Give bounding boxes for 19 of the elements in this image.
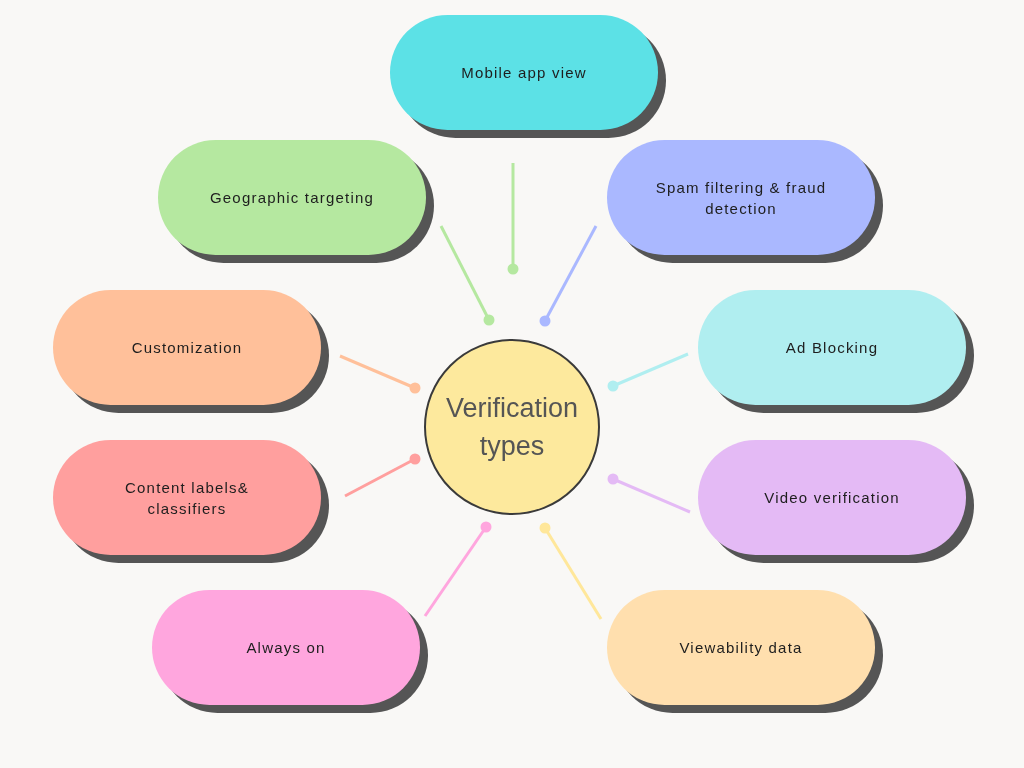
connector-line [423,521,492,617]
connector-line [539,225,598,327]
connector-line [607,352,689,392]
topic-label: Content labels& classifiers [124,477,250,519]
connector-line [439,225,495,326]
topic-label: Customization [131,338,243,358]
connector-line [339,354,421,394]
topic-label: Ad Blocking [785,338,879,358]
connector-line [344,453,421,498]
center-label: Verification types [444,392,580,463]
topic-label: Spam filtering & fraud detection [654,177,828,219]
connector-line [507,163,519,275]
topic-label: Always on [246,638,326,658]
connector-line [539,522,603,620]
connector-line [607,473,691,514]
topic-label: Geographic targeting [209,188,375,208]
topic-label: Video verification [764,488,900,508]
topic-label: Mobile app view [461,63,587,83]
topic-label: Viewability data [679,638,803,658]
